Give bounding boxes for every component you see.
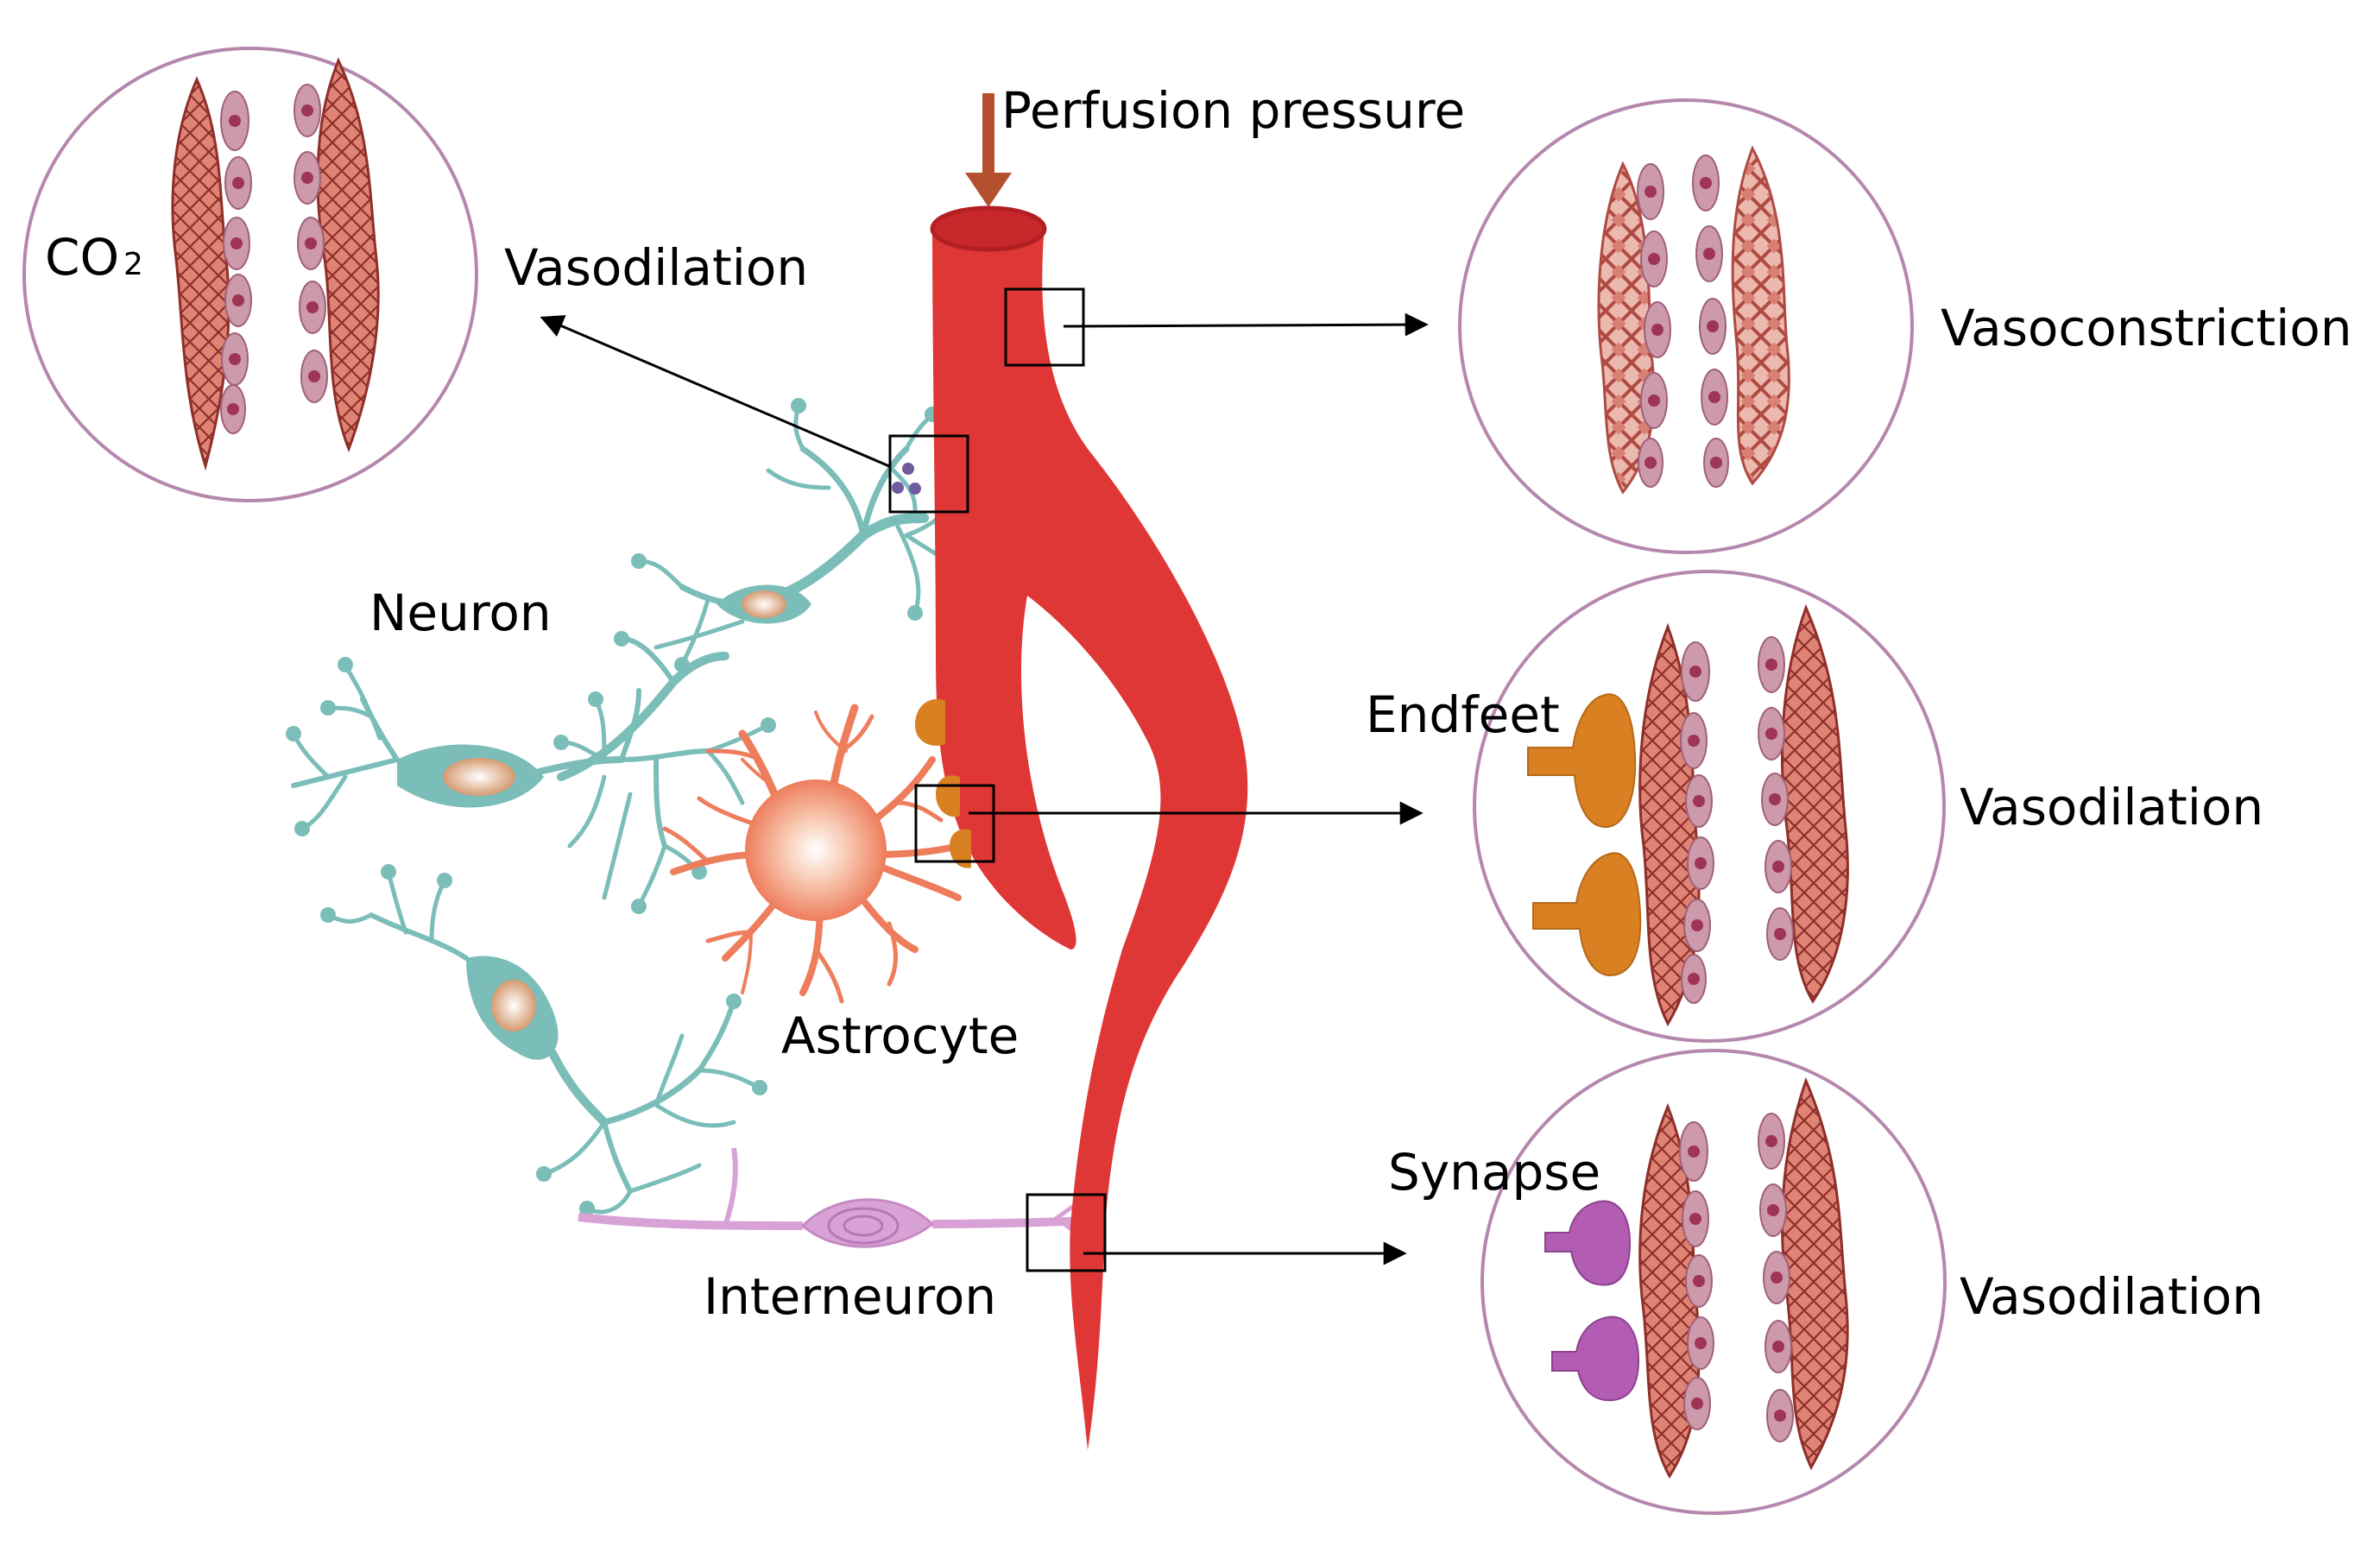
vasodilation-top-label: Vasodilation bbox=[504, 238, 808, 297]
zoom-circle-synapse bbox=[1480, 1049, 1947, 1515]
neuron-lower bbox=[325, 869, 762, 1215]
perfusion-pressure-arrow bbox=[965, 93, 1012, 207]
vasodilation-middle-label: Vasodilation bbox=[1960, 778, 2263, 836]
arrow-to-co2-vasodilation bbox=[540, 315, 890, 468]
connector-arrows bbox=[540, 312, 1429, 1265]
vessel-wall-left bbox=[171, 76, 252, 471]
co2-label: CO bbox=[45, 228, 119, 287]
zoom-circle-co2 bbox=[22, 47, 478, 502]
endfeet-label: Endfeet bbox=[1366, 685, 1560, 744]
synapse-bouton-lower bbox=[1551, 1316, 1640, 1402]
co2-vesicles bbox=[892, 463, 921, 495]
vasodilation-bottom-label: Vasodilation bbox=[1960, 1267, 2263, 1326]
vasoconstriction-label: Vasoconstriction bbox=[1941, 299, 2352, 357]
inset-box-synapse bbox=[1026, 1193, 1107, 1272]
arrow-to-vasoconstriction bbox=[1063, 312, 1429, 337]
endfoot-lower bbox=[1532, 852, 1642, 977]
neuron-label: Neuron bbox=[369, 584, 552, 642]
vessel-wall-right bbox=[1758, 603, 1849, 1004]
synapse-bouton-upper bbox=[1544, 1200, 1632, 1286]
co2-subscript: 2 bbox=[123, 247, 143, 282]
vessel-wall-left bbox=[1638, 622, 1714, 1027]
perfusion-pressure-label: Perfusion pressure bbox=[1001, 81, 1465, 140]
zoom-circle-vasoconstriction bbox=[1458, 98, 1914, 554]
astrocyte-soma bbox=[745, 779, 887, 921]
endfoot-upper bbox=[1527, 693, 1637, 829]
vessel-wall-right bbox=[1758, 1076, 1849, 1471]
neuron-upper bbox=[636, 403, 961, 667]
inset-box-endfeet bbox=[914, 784, 995, 863]
constricted-wall-left bbox=[1597, 161, 1671, 495]
neuron-somas bbox=[397, 584, 811, 1060]
blood-vessel bbox=[930, 205, 1248, 1450]
synapse-label: Synapse bbox=[1388, 1143, 1600, 1202]
zoom-circle-endfeet bbox=[1473, 570, 1946, 1043]
astrocyte-label: Astrocyte bbox=[781, 1006, 1019, 1065]
inset-boxes bbox=[888, 287, 1107, 1272]
vessel-wall-right bbox=[294, 57, 380, 453]
vessel-wall-left bbox=[1638, 1102, 1714, 1479]
interneuron-cell bbox=[578, 1147, 1102, 1251]
constricted-wall-right bbox=[1692, 145, 1790, 488]
inset-box-co2 bbox=[888, 434, 969, 514]
interneuron-label: Interneuron bbox=[704, 1267, 996, 1326]
